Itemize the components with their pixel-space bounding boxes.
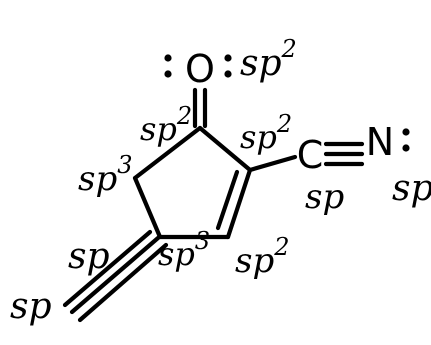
label-ch2-carbon-sp3: sp3 xyxy=(78,151,133,199)
bond-c3-c2-double-a xyxy=(225,167,253,240)
label-alkyne-inner-carbon-base: sp xyxy=(68,236,110,277)
label-oxygen-sup: 2 xyxy=(281,35,297,63)
label-nitrile-carbon-base: sp xyxy=(305,177,344,217)
label-alkene-carbon-base: sp xyxy=(235,241,274,281)
label-alkyne-terminal-carbon-base: sp xyxy=(10,286,52,327)
oxygen-lone-pair-left-top xyxy=(164,54,172,62)
label-nitrogen-sp: sp xyxy=(392,168,431,209)
label-ch2-carbon-sup: 3 xyxy=(117,151,132,179)
oxygen-lone-pair-right-top xyxy=(224,54,232,62)
label-ch2-carbon-base: sp xyxy=(78,159,117,199)
label-alkyne-inner-carbon-sp: sp xyxy=(68,236,110,277)
bond-alkyne-triple-a xyxy=(69,235,161,315)
label-ring-carbon-nitrile-sp2: sp2 xyxy=(240,110,292,156)
oxygen-lone-pair-right-bottom xyxy=(224,70,232,78)
label-oxygen-sp2: sp2 xyxy=(240,35,297,84)
label-ch-carbon-sup: 3 xyxy=(195,227,210,255)
label-alkene-carbon-sup: 2 xyxy=(273,233,289,261)
label-ch-carbon-base: sp xyxy=(158,235,195,273)
bond-alkyne-triple-b xyxy=(62,229,153,308)
bond-c2-c1 xyxy=(197,125,253,173)
label-ring-carbon-nitrile-sup: 2 xyxy=(276,110,292,138)
bond-c2-cn xyxy=(247,154,298,173)
atom-nitrogen: N xyxy=(366,120,394,164)
label-alkene-carbon-sp2: sp2 xyxy=(235,233,290,281)
label-carbonyl-carbon-sup: 2 xyxy=(176,102,192,130)
label-oxygen-base: sp xyxy=(240,43,282,84)
label-nitrogen-base: sp xyxy=(392,168,431,209)
bond-c1-c5 xyxy=(132,125,203,181)
oxygen-lone-pair-left-bottom xyxy=(164,70,172,78)
bond-c3-c2-double-b xyxy=(215,169,240,231)
nitrogen-lone-pair-bottom xyxy=(402,144,410,152)
nitrogen-lone-pair-top xyxy=(402,128,410,136)
atom-oxygen: O xyxy=(185,47,215,91)
atom-nitrile-carbon: C xyxy=(297,133,324,177)
bond-c5-c4 xyxy=(132,175,163,240)
label-carbonyl-carbon-sp2: sp2 xyxy=(140,102,192,148)
label-alkyne-terminal-carbon-sp: sp xyxy=(10,286,52,327)
bond-alkyne-triple-c xyxy=(77,242,169,323)
label-ring-carbon-nitrile-base: sp xyxy=(240,118,277,156)
label-carbonyl-carbon-base: sp xyxy=(140,110,177,148)
label-ch-carbon-sp3: sp3 xyxy=(158,227,210,273)
label-nitrile-carbon-sp: sp xyxy=(305,177,344,217)
